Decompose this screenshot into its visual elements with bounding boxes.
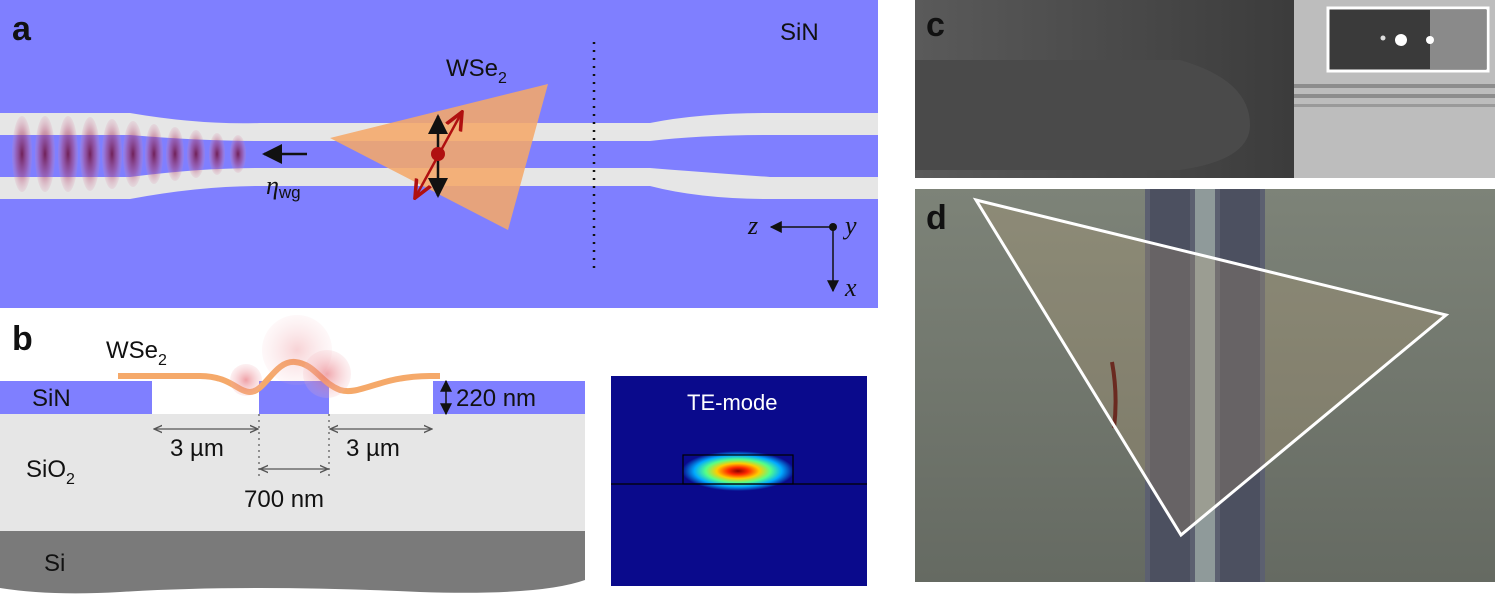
emitter-dot [431, 147, 445, 161]
coordinate-axes: z y x [747, 211, 857, 302]
panel-a: ηwg a SiN WSe2 z y x [0, 0, 878, 308]
gap-right-label: 3 µm [346, 435, 400, 462]
axis-y-label: y [842, 211, 857, 240]
inset-chip [1430, 10, 1486, 69]
thickness-label: 220 nm [456, 385, 536, 412]
inset-bright-spot [1395, 34, 1407, 46]
panel-b-label: b [12, 320, 33, 358]
sin-right-block [433, 381, 585, 414]
chip-edge-line-1 [1294, 84, 1495, 88]
emitter-glow-left [230, 364, 262, 396]
emitter-glow-right [303, 350, 351, 398]
waveguide-strip [1195, 189, 1215, 582]
panel-a-label: a [12, 10, 32, 48]
fiber-tip [915, 60, 1250, 170]
panel-c: c [915, 0, 1495, 178]
si-layer-label: Si [44, 550, 65, 577]
panel-d: d [915, 189, 1495, 582]
eta-wg-label: ηwg [266, 171, 301, 202]
gap-left-label: 3 µm [170, 435, 224, 462]
si-layer [0, 531, 585, 594]
te-mode-label: TE-mode [687, 390, 777, 415]
waveguide-trench-right-inner [1220, 189, 1260, 582]
panel-c-label: c [926, 6, 945, 44]
inset-bright-spot-2 [1426, 36, 1434, 44]
flake-defect [1110, 361, 1118, 429]
wse2-label-a: WSe2 [446, 55, 507, 87]
te-mode-plot: TE-mode [611, 376, 867, 586]
inset-spot-3 [1380, 35, 1386, 41]
guided-mode-pattern [12, 116, 246, 192]
sin-label: SiN [780, 19, 819, 46]
width-label: 700 nm [244, 486, 324, 513]
flake-outline [972, 197, 1450, 538]
te-mode-profile [682, 451, 794, 491]
sin-layer-label: SiN [32, 385, 71, 412]
sio2-layer-label: SiO2 [26, 456, 75, 488]
panel-d-label: d [926, 199, 947, 237]
panel-b: 220 nm 3 µm 3 µm 700 nm b WSe2 SiN SiO2 … [0, 315, 867, 594]
wse2-label-b: WSe2 [106, 337, 167, 369]
axis-x-label: x [844, 273, 857, 302]
chip-edge-line-2 [1294, 94, 1495, 98]
axis-z-label: z [747, 211, 758, 240]
flake-tint [976, 200, 1446, 535]
chip-edge-line-3 [1294, 104, 1495, 107]
sin-left-block [0, 381, 152, 414]
sio2-layer [0, 414, 585, 531]
